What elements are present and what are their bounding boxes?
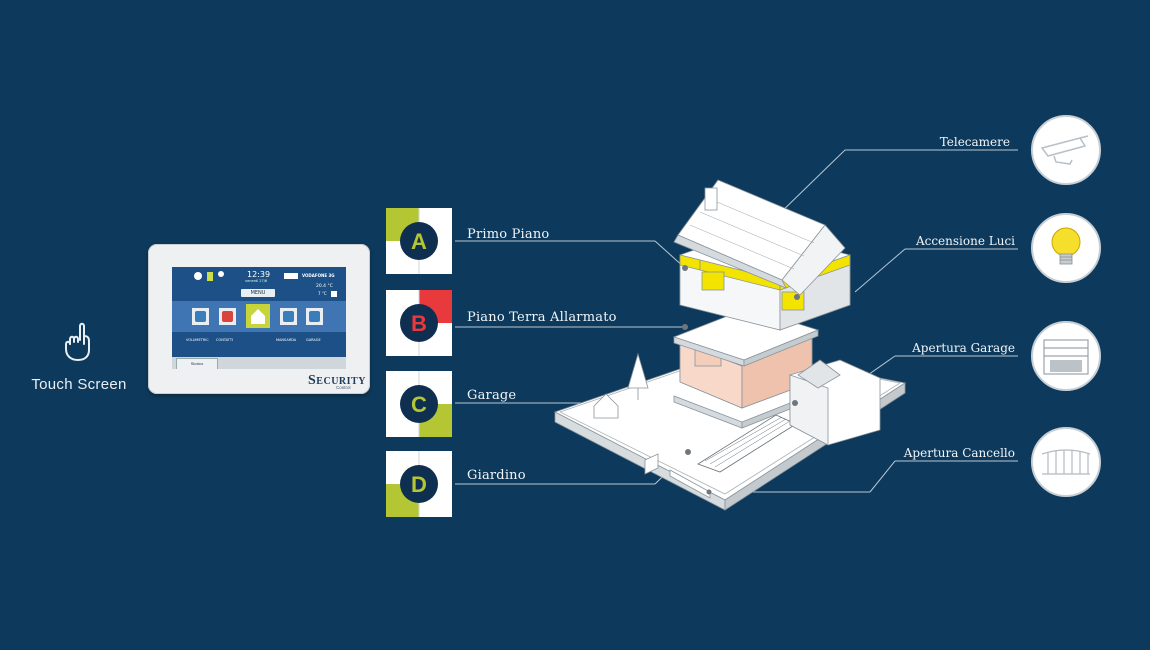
- brand-logo: SECURITY: [308, 373, 366, 388]
- feature-label-telecamere: Telecamere: [939, 135, 1010, 149]
- screen-zone-band: [172, 301, 346, 332]
- screen-zone-label: GARAGE: [306, 338, 321, 342]
- zone-icon-volumetric[interactable]: [192, 308, 209, 325]
- light-bulb-icon[interactable]: [1030, 212, 1102, 284]
- checkbox-icon: [331, 291, 337, 297]
- feature-label-apertura-cancello: Apertura Cancello: [903, 446, 1015, 460]
- screen-date: venerdì 27/6: [245, 279, 268, 283]
- zone-label-garage: Garage: [467, 388, 517, 403]
- screen-menu-button[interactable]: MENU: [241, 289, 275, 297]
- bulb-status-icon: [218, 271, 224, 277]
- screen-temp-unit: 7 °C: [318, 291, 327, 296]
- zone-letter: B: [411, 311, 427, 336]
- gate-icon[interactable]: [1030, 426, 1102, 498]
- house-illustration: [553, 179, 907, 511]
- battery-icon: [207, 272, 213, 281]
- screen-network: VODAFONE 3G: [302, 273, 335, 278]
- brand-subtitle: Control: [336, 385, 351, 390]
- feature-label-accensione-luci: Accensione Luci: [915, 234, 1015, 248]
- zone-icon-mansarda[interactable]: [280, 308, 297, 325]
- touch-screen-label: Touch Screen: [31, 376, 127, 393]
- screen-status-bar: 12:39 venerdì 27/6 MENU VODAFONE 3G 20.4…: [172, 267, 346, 299]
- zone-tile-b[interactable]: B: [386, 290, 452, 356]
- zone-tile-d[interactable]: D: [386, 451, 452, 517]
- zone-icon-garage[interactable]: [306, 308, 323, 325]
- home-icon[interactable]: [246, 304, 270, 328]
- zone-icon-contatti[interactable]: [219, 308, 236, 325]
- touch-panel-screen[interactable]: 12:39 venerdì 27/6 MENU VODAFONE 3G 20.4…: [172, 267, 346, 369]
- network-icon: [194, 272, 202, 280]
- feature-label-apertura-garage: Apertura Garage: [912, 341, 1015, 355]
- screen-zone-label: MANSARDA: [276, 338, 297, 342]
- screen-temp: 20.4 °C: [316, 284, 333, 289]
- zone-label-primo-piano: Primo Piano: [467, 227, 550, 242]
- zone-tile-c[interactable]: C: [386, 371, 452, 437]
- screen-zone-label: CONTATTI: [216, 338, 234, 342]
- screen-bottom-bar: Storico: [172, 357, 346, 369]
- zone-tile-a[interactable]: A: [386, 208, 452, 274]
- pointing-hand-icon: [65, 322, 90, 361]
- signal-icon: [284, 273, 298, 279]
- screen-zone-label: VOLUMETRIC: [186, 338, 209, 342]
- zone-letter: C: [411, 392, 427, 417]
- storico-button[interactable]: Storico: [176, 358, 218, 369]
- camera-icon[interactable]: [1030, 114, 1102, 186]
- zone-letter: D: [411, 472, 427, 497]
- garage-door-icon[interactable]: [1030, 320, 1102, 392]
- zone-label-giardino: Giardino: [467, 468, 526, 483]
- zone-letter: A: [411, 229, 427, 254]
- zone-label-piano-terra: Piano Terra Allarmato: [467, 310, 617, 325]
- screen-time: 12:39: [247, 270, 271, 279]
